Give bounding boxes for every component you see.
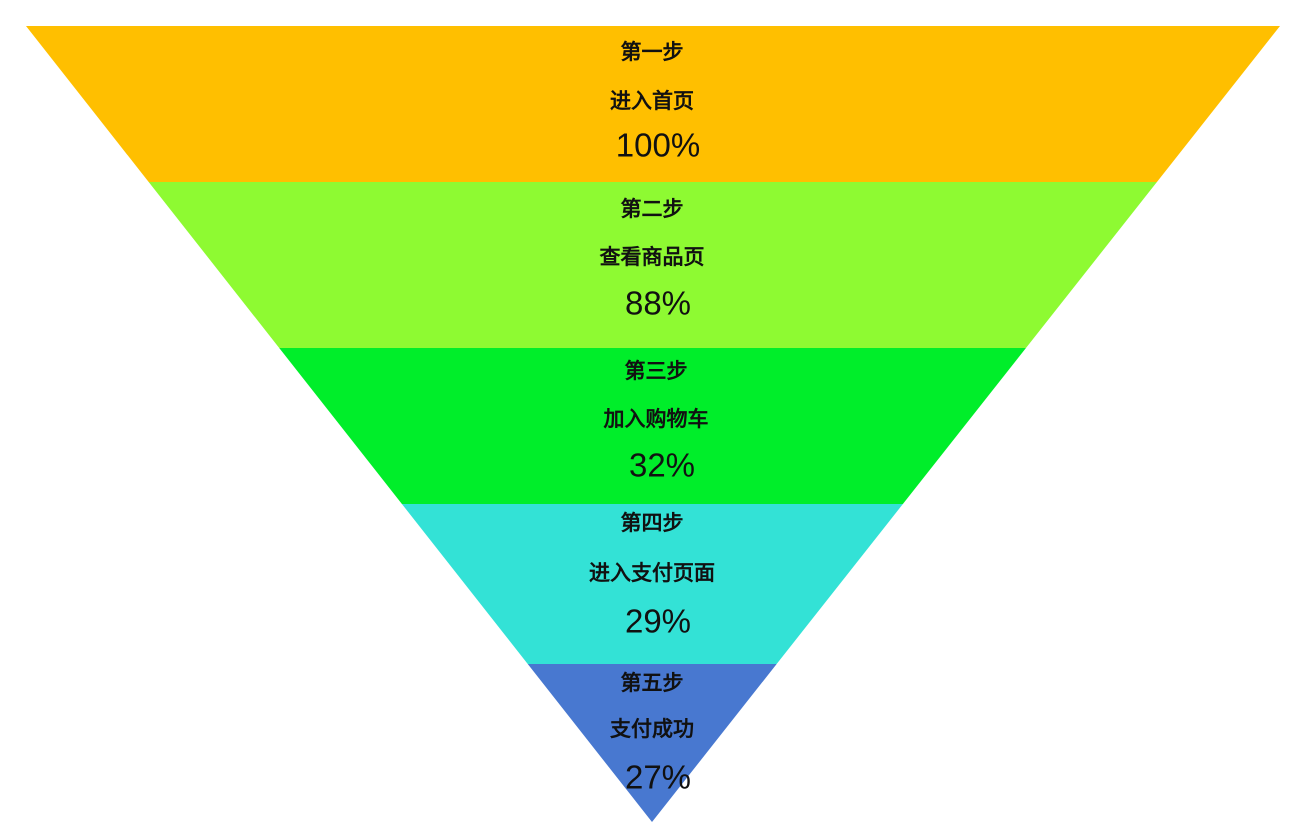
funnel-band-1 — [26, 26, 1280, 182]
funnel-stage-name: 查看商品页 — [600, 245, 705, 269]
funnel-step-label: 第二步 — [621, 197, 684, 221]
funnel-step-label: 第三步 — [625, 359, 688, 383]
funnel-stage-percent: 88% — [625, 285, 691, 322]
funnel-band-5 — [527, 664, 777, 822]
funnel-step-label: 第一步 — [621, 40, 684, 64]
funnel-stage-percent: 29% — [625, 603, 691, 640]
funnel-band-4 — [401, 504, 903, 664]
funnel-band-3 — [279, 348, 1026, 504]
funnel-stage-percent: 32% — [629, 447, 695, 484]
funnel-stage-percent: 27% — [625, 759, 691, 796]
funnel-stage-name: 进入支付页面 — [589, 561, 715, 585]
funnel-step-label: 第四步 — [621, 511, 684, 535]
funnel-step-label: 第五步 — [621, 671, 684, 695]
funnel-stage-name: 支付成功 — [610, 717, 694, 741]
funnel-stage-name: 加入购物车 — [603, 407, 709, 431]
funnel-band-2 — [148, 182, 1157, 348]
funnel-stage-name: 进入首页 — [610, 89, 694, 113]
funnel-stage-percent: 100% — [616, 127, 700, 164]
